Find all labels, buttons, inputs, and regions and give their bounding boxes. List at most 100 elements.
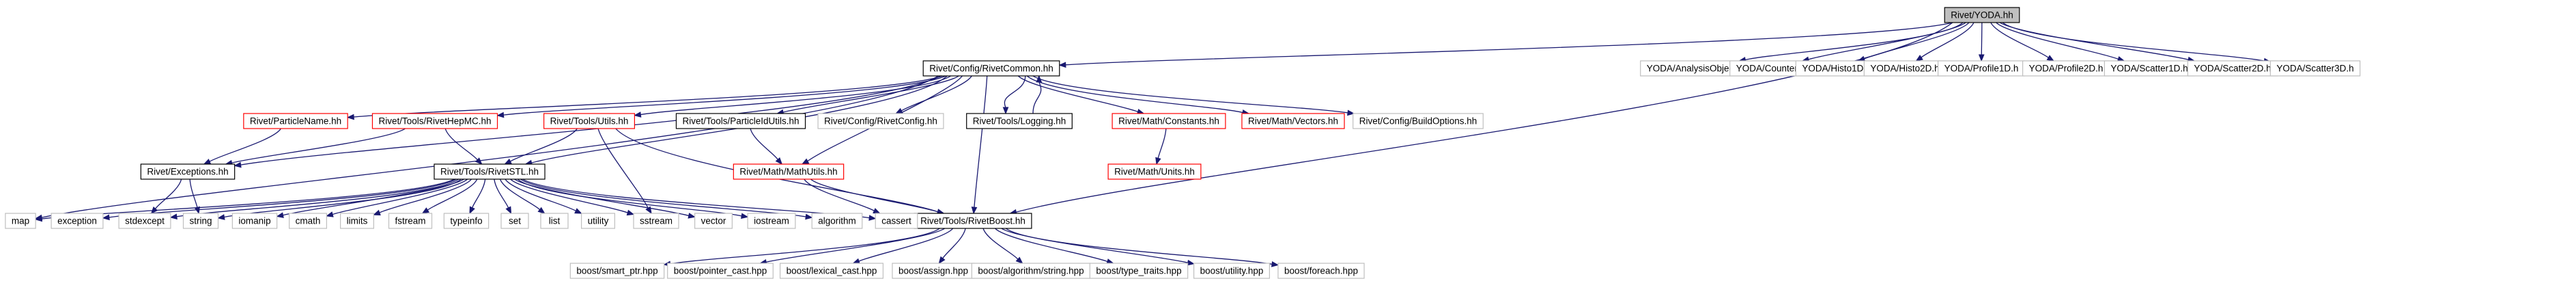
node-hepmc[interactable]: Rivet/Tools/RivetHepMC.hh xyxy=(371,113,498,129)
node-vecs[interactable]: Rivet/Math/Vectors.hh xyxy=(1241,113,1345,129)
node-label-b_as: boost/assign.hpp xyxy=(898,266,968,276)
node-label-consts: Rivet/Math/Constants.hh xyxy=(1118,116,1219,127)
edge-stl-to-sstream xyxy=(510,178,628,213)
node-box-stl xyxy=(434,163,546,180)
node-label-units: Rivet/Math/Units.hh xyxy=(1114,167,1195,177)
node-rcfg: Rivet/Config/RivetConfig.hh xyxy=(817,113,944,129)
node-y_h2: YODA/Histo2D.h xyxy=(1863,60,1947,77)
node-box-iostream xyxy=(747,213,796,229)
node-label-fstream: fstream xyxy=(395,216,425,226)
arrowhead-boost-to-b_fe xyxy=(1271,261,1279,267)
edge-stl-to-set xyxy=(494,178,509,209)
edge-common-to-rcfg xyxy=(901,75,972,111)
node-label-b_fe: boost/foreach.hpp xyxy=(1284,266,1358,276)
node-label-stl: Rivet/Tools/RivetSTL.hh xyxy=(440,167,539,177)
node-mutils[interactable]: Rivet/Math/MathUtils.hh xyxy=(733,163,845,180)
node-limits: limits xyxy=(340,213,374,229)
node-stl[interactable]: Rivet/Tools/RivetSTL.hh xyxy=(434,163,546,180)
node-log[interactable]: Rivet/Tools/Logging.hh xyxy=(966,113,1073,129)
edge-consts-to-units xyxy=(1157,128,1167,159)
edge-boost-to-b_lc xyxy=(858,228,954,262)
edge-common-to-boost xyxy=(974,75,988,208)
arrowhead-common-to-hepmc xyxy=(496,111,505,118)
node-label-set: set xyxy=(509,216,521,226)
arrowhead-yoda-to-y_p1 xyxy=(1978,54,1985,62)
node-boost[interactable]: Rivet/Tools/RivetBoost.hh xyxy=(914,213,1032,229)
edge-stl-to-cmath xyxy=(332,178,468,215)
node-box-vecs xyxy=(1241,113,1345,129)
node-box-b_lc xyxy=(779,263,884,279)
edge-stl-to-iostream xyxy=(517,178,742,217)
node-label-map: map xyxy=(12,216,29,226)
node-box-pname xyxy=(243,113,348,129)
nodes-layer: Rivet/YODA.hhRivet/Config/RivetCommon.hh… xyxy=(5,7,2361,279)
edge-pname-to-exc xyxy=(209,128,281,162)
node-yoda[interactable]: Rivet/YODA.hh xyxy=(1944,7,2020,23)
edge-yoda-to-boost xyxy=(1016,22,1953,213)
edge-common-to-consts xyxy=(1017,75,1138,113)
node-label-b_al: boost/algorithm/string.hpp xyxy=(978,266,1084,276)
edge-hepmc-to-exc xyxy=(231,128,406,163)
node-utils[interactable]: Rivet/Tools/Utils.hh xyxy=(543,113,635,129)
arrowhead-stl-to-list xyxy=(537,207,546,214)
node-cmath: cmath xyxy=(289,213,327,229)
edge-stl-to-stdexcept xyxy=(176,178,459,217)
node-label-vector: vector xyxy=(701,216,726,226)
node-box-stdexcept xyxy=(118,213,171,229)
node-box-y_s3 xyxy=(2269,60,2361,77)
node-label-y_p2: YODA/Profile2D.h xyxy=(2029,64,2104,74)
edge-pidu-to-mutils xyxy=(750,128,778,160)
node-box-limits xyxy=(340,213,374,229)
arrowhead-consts-to-units xyxy=(1155,157,1161,165)
edge-boost-to-b_sp xyxy=(670,228,940,265)
arrowhead-stl-to-set xyxy=(505,206,512,215)
node-iostream: iostream xyxy=(747,213,796,229)
node-box-utils xyxy=(543,113,635,129)
node-list: list xyxy=(540,213,569,229)
arrowhead-stl-to-utility xyxy=(574,208,582,214)
node-consts[interactable]: Rivet/Math/Constants.hh xyxy=(1112,113,1226,129)
node-b_fe: boost/foreach.hpp xyxy=(1277,263,1365,279)
node-label-exc: Rivet/Exceptions.hh xyxy=(147,167,228,177)
edge-exc-to-stdexcept xyxy=(155,178,182,209)
node-label-stdexcept: stdexcept xyxy=(125,216,165,226)
node-label-bopts: Rivet/Config/BuildOptions.hh xyxy=(1359,116,1477,127)
edge-stl-to-utility xyxy=(505,178,576,211)
node-box-exc xyxy=(140,163,236,180)
node-box-fstream xyxy=(388,213,433,229)
edge-stl-to-iomanip xyxy=(283,178,464,216)
node-units[interactable]: Rivet/Math/Units.hh xyxy=(1107,163,1202,180)
node-box-bopts xyxy=(1353,113,1484,129)
edge-mutils-to-cassert xyxy=(804,178,875,211)
edge-common-to-pname xyxy=(354,75,943,118)
node-label-b_ut: boost/utility.hpp xyxy=(1200,266,1264,276)
arrowhead-yoda-to-common xyxy=(1058,62,1066,68)
node-label-limits: limits xyxy=(347,216,368,226)
node-common[interactable]: Rivet/Config/RivetCommon.hh xyxy=(922,60,1060,77)
node-typeinfo: typeinfo xyxy=(443,213,490,229)
node-b_al: boost/algorithm/string.hpp xyxy=(971,263,1091,279)
edge-mutils-to-boost xyxy=(810,178,938,213)
edge-stl-to-map xyxy=(42,178,455,220)
node-box-b_fe xyxy=(1277,263,1365,279)
node-box-consts xyxy=(1112,113,1226,129)
node-pidu[interactable]: Rivet/Tools/ParticleIdUtils.hh xyxy=(675,113,806,129)
node-box-yoda xyxy=(1944,7,2020,23)
node-label-pname: Rivet/ParticleName.hh xyxy=(250,116,341,127)
node-b_tt: boost/type_traits.hpp xyxy=(1089,263,1189,279)
node-set: set xyxy=(500,213,529,229)
node-label-iostream: iostream xyxy=(754,216,789,226)
node-box-common xyxy=(922,60,1060,77)
node-y_s2: YODA/Scatter2D.h xyxy=(2187,60,2278,77)
node-label-y_ao: YODA/AnalysisObject.h xyxy=(1647,64,1744,74)
edge-boost-to-b_pc xyxy=(766,228,946,263)
edge-boost-to-b_fe xyxy=(1005,228,1273,265)
node-box-string xyxy=(182,213,219,229)
node-pname[interactable]: Rivet/ParticleName.hh xyxy=(243,113,348,129)
node-exc[interactable]: Rivet/Exceptions.hh xyxy=(140,163,236,180)
node-label-y_h2: YODA/Histo2D.h xyxy=(1870,64,1939,74)
node-label-string: string xyxy=(189,216,212,226)
edge-stl-to-typeinfo xyxy=(472,178,486,209)
node-label-iomanip: iomanip xyxy=(238,216,270,226)
node-box-hepmc xyxy=(371,113,498,129)
